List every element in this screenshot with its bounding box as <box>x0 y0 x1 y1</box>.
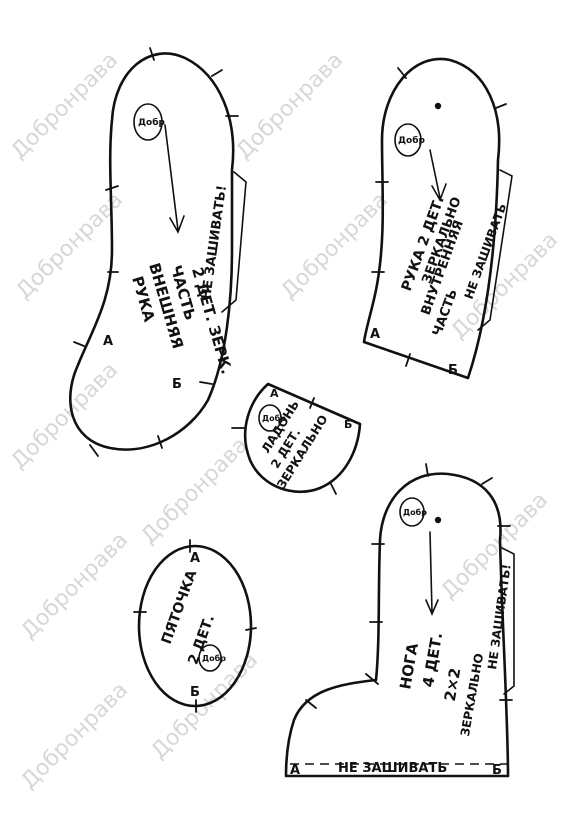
palm-mark-a: А <box>270 387 279 400</box>
heel-mark-a: А <box>190 551 200 566</box>
heel-outline <box>137 544 253 708</box>
svg-text:Добр: Добр <box>262 413 286 423</box>
watermark: Добронрава <box>17 678 134 795</box>
signature-logo: Добр <box>198 644 226 672</box>
leg-title: НОГА <box>396 641 422 690</box>
arm-inner-outline <box>362 57 501 380</box>
arm-inner-mark-b: Б <box>448 363 458 378</box>
leg-mark-a: А <box>290 763 300 778</box>
leg-line4: ЗЕРКАЛЬНО <box>458 652 486 737</box>
grain-arrow <box>425 531 439 617</box>
watermark: Добронрава <box>17 528 134 645</box>
svg-text:Добр: Добр <box>398 135 425 146</box>
heel-mark-b: Б <box>190 685 200 700</box>
watermark: Добронрава <box>447 228 564 345</box>
arm-outer-mark-b: Б <box>172 377 182 392</box>
arm-inner-seam-tab <box>477 169 513 331</box>
signature-logo: Добр <box>133 103 165 141</box>
svg-text:Добр: Добр <box>403 507 427 517</box>
watermark: Добронрава <box>232 48 349 165</box>
arm-inner-mark-a: А <box>370 327 380 342</box>
watermark: Добронрава <box>7 48 124 165</box>
pattern-palm: Добр ЛАДОНЬ 2 ДЕТ. ЗЕРКАЛЬНО А Б <box>231 382 362 495</box>
grain-arrow <box>164 124 185 234</box>
pattern-leg: Добр НОГА 4 ДЕТ. 2×2 ЗЕРКАЛЬНО НЕ ЗАШИВА… <box>284 463 515 778</box>
arm-outer-seam-tab <box>221 171 247 313</box>
leg-seam-tab <box>501 547 515 695</box>
arm-outer-note: НЕ ЗАШИВАТЬ! <box>199 184 230 300</box>
leg-outline <box>284 472 510 778</box>
leg-line2: 4 ДЕТ. <box>419 631 446 688</box>
pattern-arm-inner: Добр РУКА 2 ДЕТ. ЗЕРКАЛЬНО ВНУТРЕННЯЯ ЧА… <box>362 57 513 380</box>
palm-outline <box>243 382 362 493</box>
watermark: Добронрава <box>137 433 254 550</box>
signature-logo: Добр <box>258 404 286 432</box>
palm-mark-b: Б <box>344 418 352 431</box>
leg-note-bottom: НЕ ЗАШИВАТЬ <box>338 761 447 776</box>
grain-arrow <box>429 149 447 202</box>
eye-dot <box>434 516 442 524</box>
eye-dot <box>434 102 442 110</box>
watermark: Добронрава <box>7 358 124 475</box>
leg-note-side: НЕ ЗАШИВАТЬ! <box>485 563 514 670</box>
svg-text:Добр: Добр <box>138 117 165 128</box>
arm-outer-mark-a: А <box>103 334 113 349</box>
signature-logo: Добр <box>394 123 425 157</box>
svg-text:Добр: Добр <box>202 653 226 663</box>
leg-line3: 2×2 <box>441 667 465 703</box>
leg-mark-b: Б <box>492 763 502 778</box>
signature-logo: Добр <box>399 497 427 527</box>
arm-outer-outline <box>69 52 235 451</box>
